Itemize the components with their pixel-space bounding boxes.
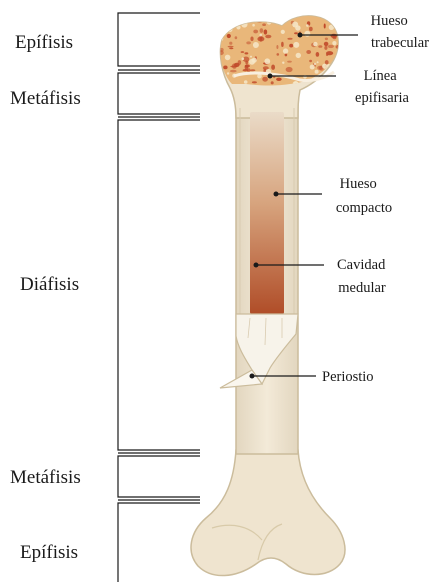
label-hueso-trabecular: Hueso trabecular: [371, 13, 429, 51]
label-metafisis-bottom: Metáfisis: [10, 467, 81, 488]
bracket-epifisis-bottom: [118, 503, 200, 582]
label-hueso-compacto: Hueso compacto: [336, 176, 392, 216]
distal-epiphysis: [191, 450, 345, 576]
bracket-metafisis-bottom: [118, 456, 200, 497]
medullary-cavity: [250, 112, 284, 314]
label-diafisis: Diáfisis: [20, 274, 79, 295]
label-cavidad-medular: Cavidad medular: [337, 257, 389, 296]
label-epifisis-top: Epífisis: [15, 32, 73, 53]
bracket-epifisis-top: [118, 13, 200, 66]
label-epifisis-bottom: Epífisis: [20, 542, 78, 563]
femur-bone: [191, 10, 345, 576]
bracket-metafisis-top: [118, 73, 200, 114]
label-linea-epifisaria: Línea epifisaria: [355, 68, 410, 106]
bracket-diafisis: [118, 120, 200, 450]
label-metafisis-top: Metáfisis: [10, 88, 81, 109]
region-brackets: [118, 13, 200, 582]
label-periostio: Periostio: [322, 369, 374, 385]
